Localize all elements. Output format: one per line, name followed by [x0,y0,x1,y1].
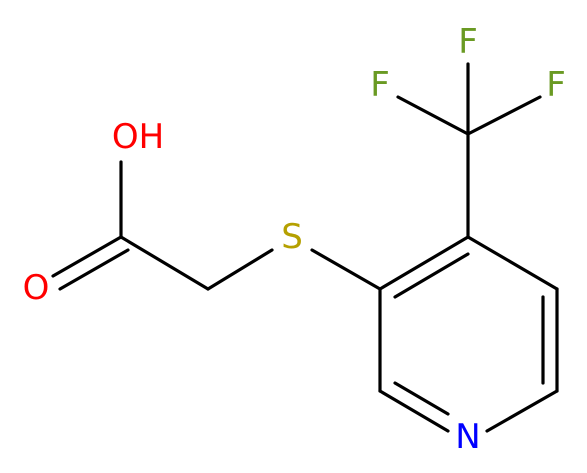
bond-cf3-f-left [396,95,470,136]
atom-f-top: F [458,22,478,62]
bond-s-ch2 [206,248,274,291]
bond-ring-n-c2 [378,389,450,433]
bond-carbonyl-o-second [58,248,130,291]
atom-labels: F F F OH O S N [23,22,566,457]
atom-o: O [23,268,50,308]
bond-ring-n-c2-inner [393,381,450,416]
bond-ch2-carbonyl [119,235,210,291]
bond-ring-c3-c4 [378,235,470,291]
atom-f-left: F [370,65,390,105]
atom-oh: OH [112,117,164,157]
bond-carbonyl-o [51,235,123,278]
atom-s: S [281,217,303,257]
bond-ring-c6-n [485,389,559,433]
bonds [51,62,559,433]
bond-ring-s [310,248,382,291]
bond-ring-c4-c5 [466,235,559,291]
bond-ring-c3-c4-inner [393,252,470,299]
atom-f-right: F [546,65,566,105]
atom-n: N [455,417,480,457]
bond-cf3-f-right [466,95,542,136]
